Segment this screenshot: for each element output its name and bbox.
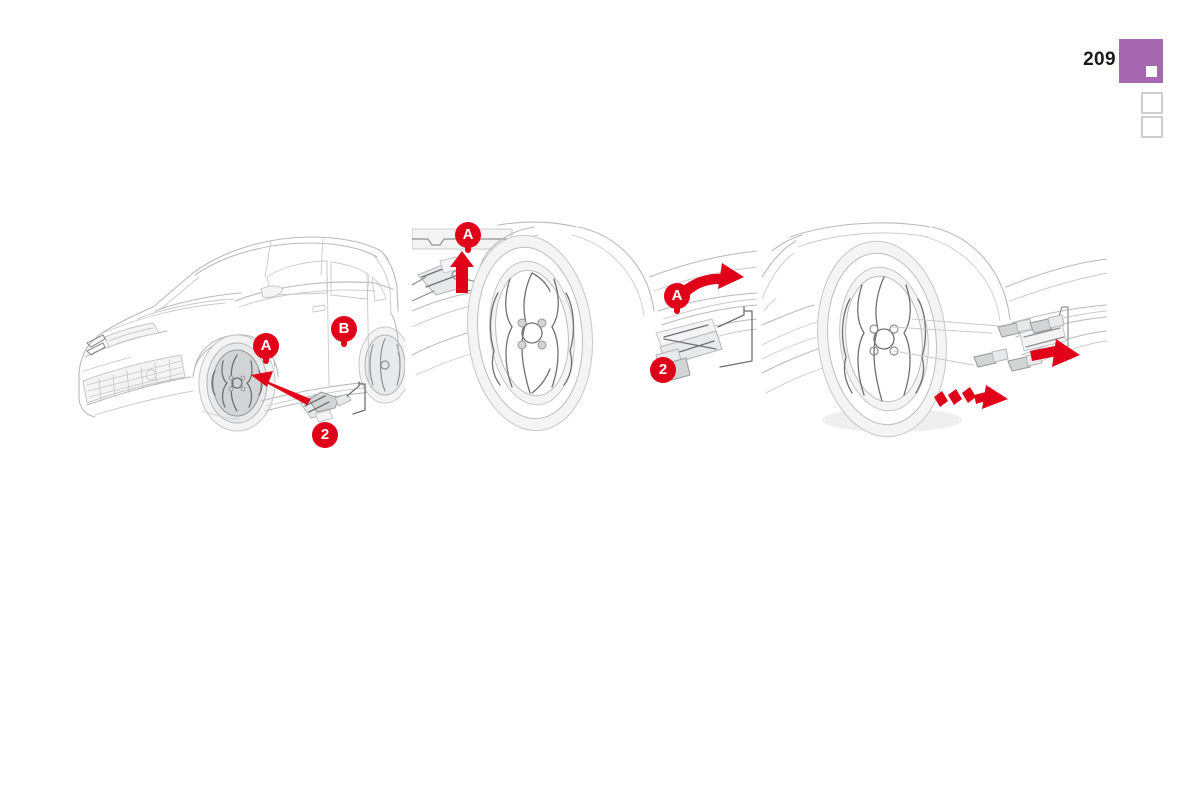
alloy-wheel-spokes (489, 272, 575, 394)
active-section-tab[interactable] (1119, 39, 1163, 83)
figure-1-artwork (78, 236, 405, 432)
bolt-2 (1029, 314, 1065, 334)
bolt-1 (997, 318, 1033, 338)
jack-inset (412, 256, 497, 302)
alloy-wheel-spokes (841, 276, 927, 402)
arrow-jack-to-jacking-point (251, 371, 311, 405)
figure-jack-positioning: A A 2 (412, 215, 757, 465)
grille-mesh (86, 359, 184, 402)
front-wheel-detailed (466, 234, 594, 432)
callout-a-jack-position[interactable]: A (664, 283, 690, 314)
figure-2-artwork (412, 221, 757, 432)
wheel-bolts-withdrawn (891, 314, 1065, 372)
arrow-up-to-sill-notch (450, 251, 474, 293)
figure-wheel-removal (762, 215, 1107, 465)
callout-2-jack[interactable]: 2 (312, 422, 338, 448)
callout-2-jack[interactable]: 2 (650, 357, 676, 383)
page-header: 209 (0, 0, 1191, 150)
figure-strip: A B 2 (0, 215, 1191, 465)
scissor-jack-item-2 (300, 381, 366, 423)
active-section-tab-dot (1146, 66, 1157, 77)
section-tab-2[interactable] (1141, 92, 1163, 114)
figure-3-artwork (762, 222, 1107, 438)
section-tab-3[interactable] (1141, 116, 1163, 138)
arrow-wheel-removal (934, 385, 1008, 409)
front-wheel-being-removed (817, 240, 947, 438)
callout-b-rear-jacking-point[interactable]: B (331, 316, 357, 347)
callout-a-front-jacking-point[interactable]: A (253, 333, 279, 364)
arrow-bolts-removal (1030, 339, 1080, 367)
figure-vehicle-jacking-points: A B 2 (75, 215, 405, 465)
page-number: 209 (1083, 49, 1116, 70)
car-side-three-quarter-view (78, 236, 405, 432)
front-wheel-spokes (211, 354, 263, 412)
callout-a-sill-notch[interactable]: A (455, 222, 481, 253)
bolt-3 (973, 348, 1009, 368)
section-tab-strip (1119, 39, 1165, 140)
